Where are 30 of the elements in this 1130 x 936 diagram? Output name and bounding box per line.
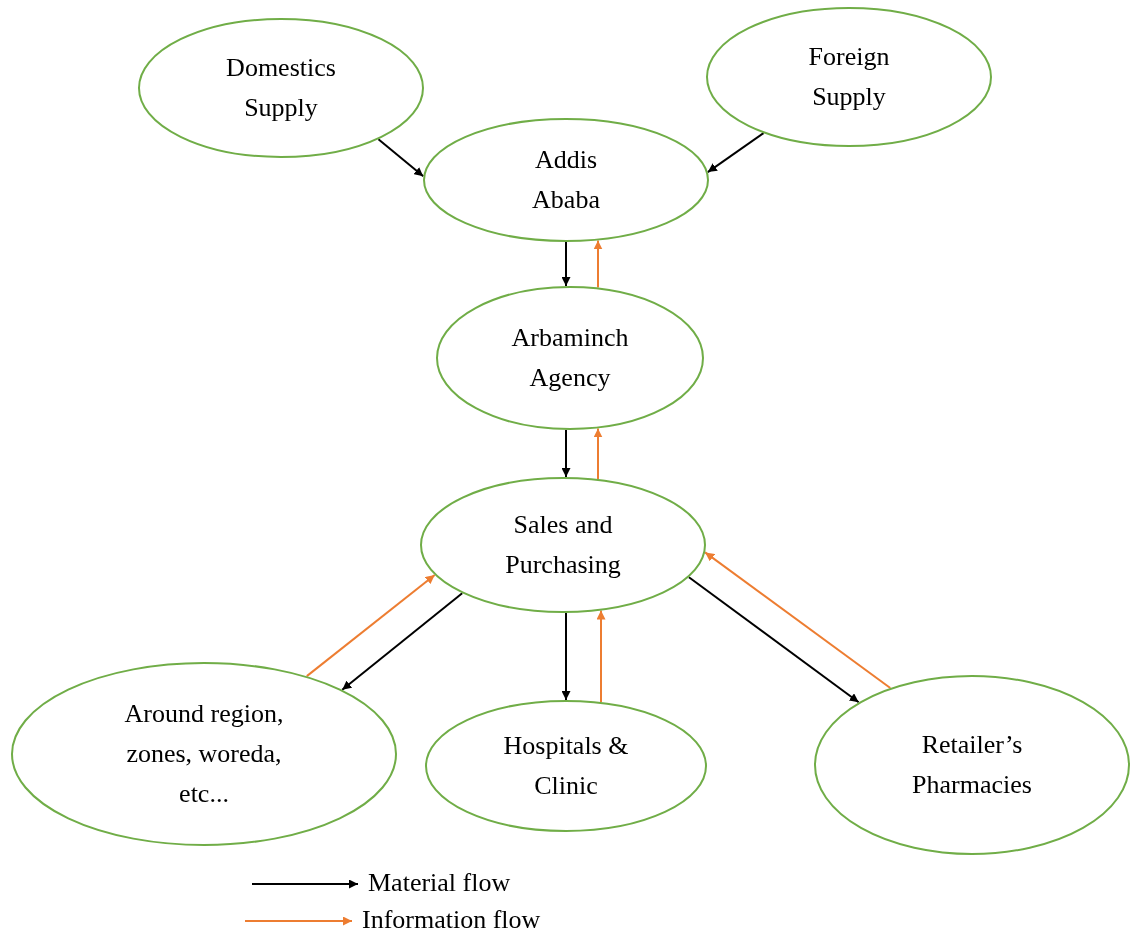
node-label: Foreign Supply	[807, 41, 891, 113]
node-label: Around region, zones, woreda, etc...	[123, 698, 285, 810]
arrow	[341, 592, 464, 691]
node-label: Hospitals & Clinic	[502, 730, 630, 802]
legend-label: Material flow	[368, 868, 511, 898]
arrow	[561, 241, 571, 288]
arrow	[704, 551, 892, 689]
arrow	[377, 138, 425, 178]
node-label: Addis Ababa	[531, 144, 601, 216]
ellipse-node	[138, 18, 424, 158]
arrow	[706, 132, 765, 174]
arrow	[561, 428, 571, 478]
ellipse-node	[11, 662, 397, 846]
ellipse-node	[425, 700, 707, 832]
arrow	[593, 239, 603, 289]
arrow	[596, 609, 606, 704]
node-label: Sales and Purchasing	[504, 509, 622, 581]
arrow	[593, 427, 603, 481]
legend-label: Information flow	[362, 905, 541, 935]
node-label: Arbaminch Agency	[510, 322, 630, 394]
node-label: Retailer’s Pharmacies	[911, 729, 1033, 801]
ellipse-node	[814, 675, 1130, 855]
ellipse-node	[423, 118, 709, 242]
node-label: Domestics Supply	[225, 52, 337, 124]
arrow	[305, 574, 436, 678]
arrow	[561, 612, 571, 701]
ellipse-node	[436, 286, 704, 430]
arrow	[687, 576, 860, 704]
ellipse-node	[420, 477, 706, 613]
ellipse-node	[706, 7, 992, 147]
